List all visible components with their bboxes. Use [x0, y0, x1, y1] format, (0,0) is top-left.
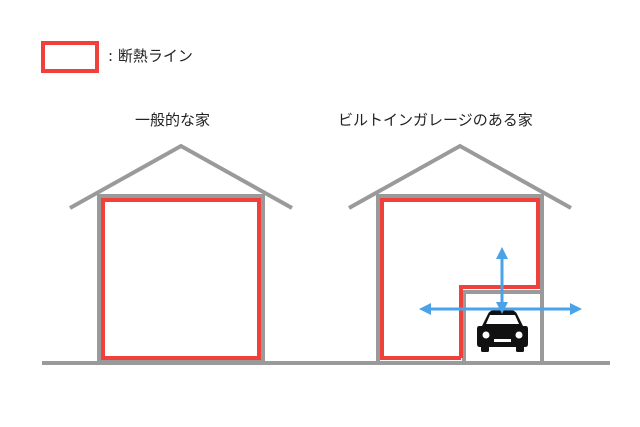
normal-house-roof [69, 143, 293, 210]
car-icon [477, 310, 528, 352]
normal-house [69, 143, 293, 364]
garage-house-roof [348, 143, 572, 210]
legend-swatch [41, 41, 99, 73]
arrow-right-head [570, 303, 582, 315]
garage-house-caption: ビルトインガレージのある家 [338, 111, 533, 129]
garage-house-wall [376, 194, 544, 362]
garage-house [348, 143, 582, 362]
garage-house-insulation-line [380, 198, 540, 360]
normal-house-caption: 一般的な家 [135, 111, 211, 129]
legend-label: : 断熱ライン [108, 47, 193, 65]
arrow-up-head [496, 247, 508, 259]
garage-frame [462, 290, 542, 362]
airflow-arrows [419, 247, 582, 315]
normal-house-wall [97, 194, 265, 364]
normal-house-insulation-line [101, 198, 261, 360]
arrow-left-head [419, 303, 431, 315]
